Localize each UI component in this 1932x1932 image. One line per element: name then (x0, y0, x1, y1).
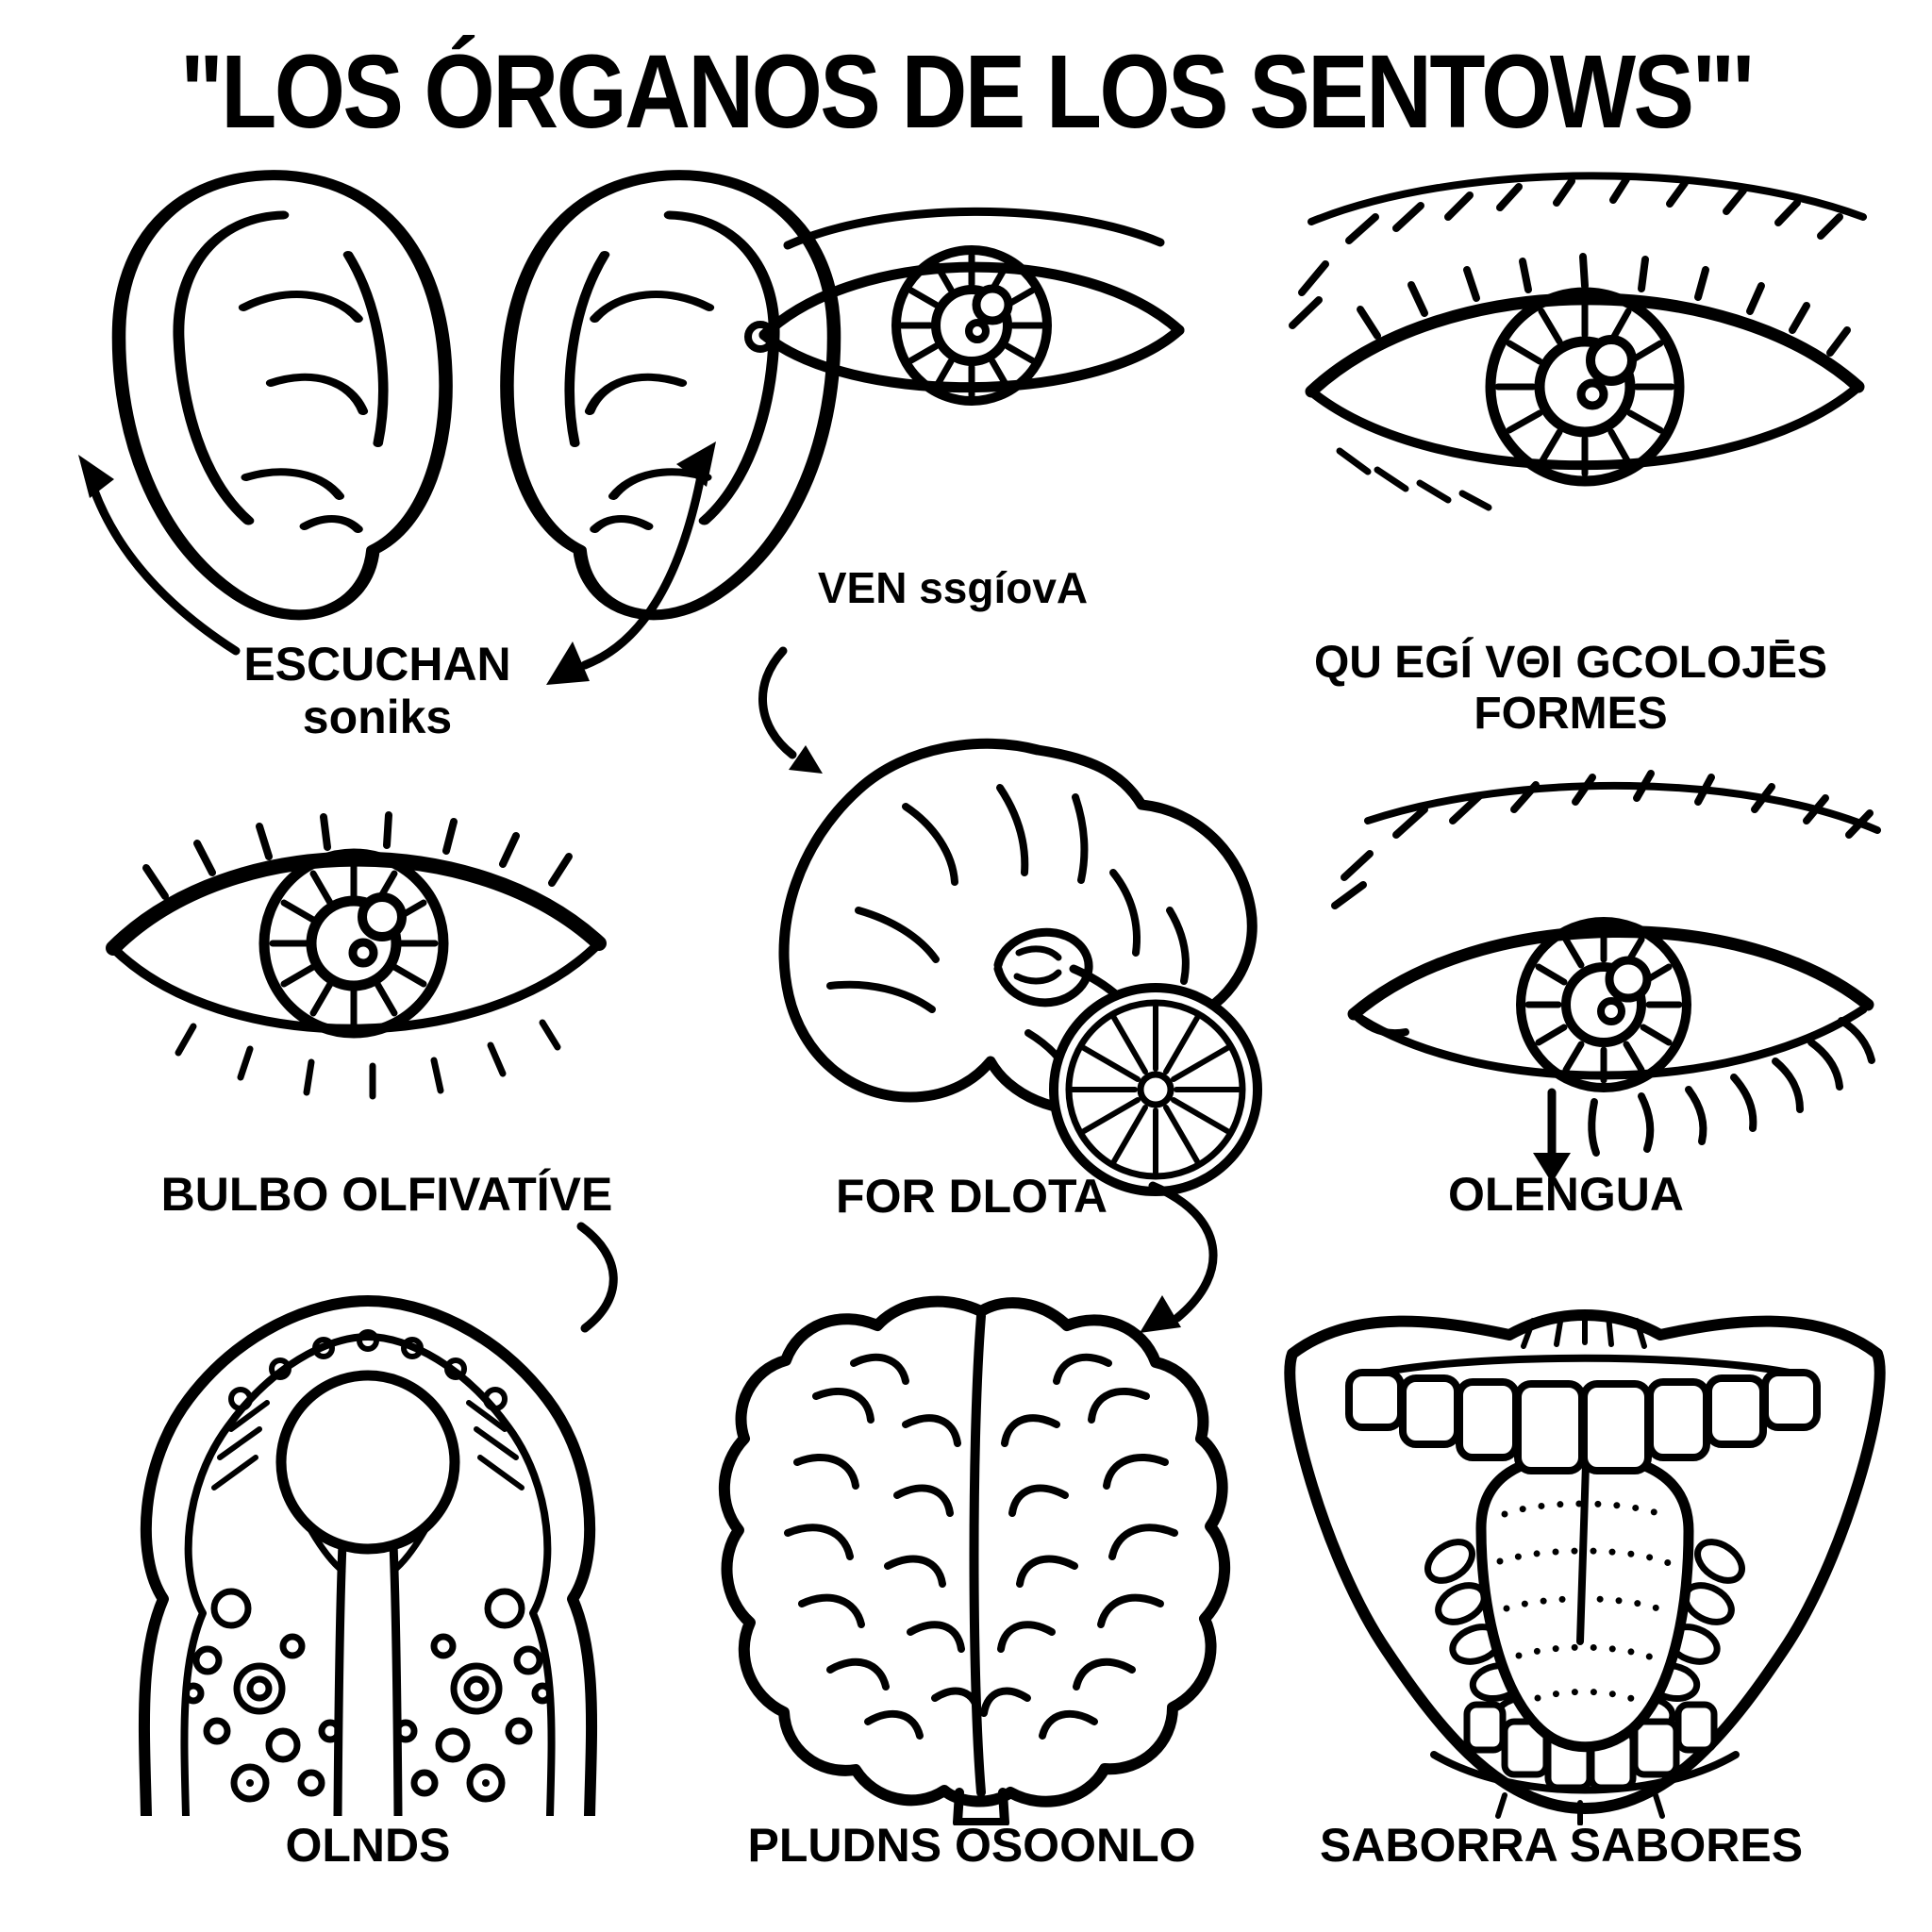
eye-mid-left-illustration (106, 811, 607, 1100)
caption-eye-large: QU EGÍ VΘI GCOLOJĒS FORMES (1292, 638, 1849, 740)
figure-ears (52, 151, 901, 759)
outer-dome (138, 1295, 598, 1822)
pupil (1534, 336, 1636, 438)
pupil-highlight-small (1576, 378, 1608, 410)
caption-eye-mid-left-text: BULBO OLFIVATÍVE (160, 1168, 613, 1221)
tear-duct (744, 321, 776, 353)
left-ear (111, 170, 453, 621)
pupil-highlight-small (1597, 997, 1625, 1025)
brain-side-illustration (758, 646, 1262, 1196)
upper-teeth (1345, 1369, 1821, 1474)
iris (891, 245, 1052, 406)
left-hemisphere-folds (784, 1353, 982, 1740)
figure-eye-large (1274, 151, 1896, 580)
nasal-section-illustration (138, 1295, 598, 1822)
ven-to-brain-arrow-icon (758, 646, 823, 774)
caption-eye-mid-right: OLENGUA (1377, 1168, 1755, 1221)
tongue-groove (1576, 1459, 1590, 1645)
lower-lashes (175, 1019, 561, 1100)
caption-brain-side: FOR DLOTA (783, 1170, 1160, 1223)
pupil (931, 285, 1012, 366)
midline (969, 1311, 986, 1797)
caption-eye-top: VEN ssgíovA (783, 563, 1123, 613)
caption-nasal-section: OLNDS (179, 1819, 557, 1872)
tongue (1475, 1450, 1694, 1753)
caption-brain-top-text: PLUDNS OSOONLO (747, 1819, 1196, 1872)
pupil-highlight (358, 892, 407, 941)
curved-connector-icon (576, 1222, 618, 1333)
eyebrow (1289, 172, 1867, 329)
tongue-stipple (1496, 1500, 1673, 1703)
figure-eye-mid-right (1311, 764, 1906, 1193)
pupil-highlight (1586, 335, 1637, 386)
figure-eye-mid-left (80, 774, 627, 1156)
slice-to-brain-arrow-icon (1140, 1181, 1218, 1333)
figure-nasal-section (118, 1288, 618, 1822)
lower-lashes (1588, 1017, 1875, 1157)
figure-eye-top (736, 193, 1208, 462)
upper-lashes (142, 811, 573, 900)
right-hemisphere-folds (980, 1353, 1178, 1740)
philtrum-lines (1521, 1311, 1647, 1349)
caption-brain-top: PLUDNS OSOONLO (698, 1819, 1245, 1872)
upper-lip-inner (1355, 1354, 1815, 1381)
lower-lashes (1336, 447, 1492, 511)
eye-large-illustration (1289, 172, 1867, 511)
right-ear-double-arrow-icon (546, 441, 716, 685)
left-lobe-cells (182, 1588, 342, 1803)
right-lobe-cells (393, 1588, 554, 1803)
slice-to-brain-connector (1085, 1174, 1274, 1344)
eye-top-illustration (744, 207, 1185, 406)
caption-eye-top-text: VEN ssgíovA (817, 563, 1089, 612)
brainstem (953, 1788, 1009, 1827)
figure-brain-top (712, 1283, 1250, 1830)
caption-mouth-text: SABORRA SABORES (1319, 1819, 1804, 1872)
eyelid-crease (783, 207, 1165, 250)
lower-lip-inner (1430, 1751, 1740, 1794)
stem (308, 1527, 428, 1821)
caption-ears: ESCUCHAN soniks (142, 638, 613, 743)
caption-eye-mid-right-text: OLENGUA (1448, 1168, 1684, 1221)
eyebrow (1331, 770, 1881, 909)
inner-dome (180, 1333, 556, 1820)
pupil-highlight (972, 284, 1013, 325)
pupil-highlight (1605, 956, 1652, 1003)
pupil (1561, 962, 1646, 1047)
left-ear-arrow-icon (78, 455, 241, 656)
pupil-highlight-small (965, 319, 990, 343)
mouth-illustration (1284, 1309, 1886, 1826)
chin-lines (1495, 1792, 1665, 1826)
figure-brain-side (717, 641, 1311, 1222)
pupil-highlight-small (348, 938, 378, 968)
upper-eyelid (1347, 924, 1874, 1021)
lower-teeth (1463, 1701, 1718, 1791)
brain-outline (778, 738, 1257, 1116)
caption-ears-line1: ESCUCHAN (243, 638, 511, 691)
caption-nasal-section-text: OLNDS (285, 1819, 451, 1872)
brain-top-illustration (718, 1295, 1231, 1827)
brain-outline (718, 1295, 1231, 1807)
caption-eye-large-line1: QU EGÍ VΘI GCOLOJĒS (1313, 638, 1828, 688)
iris (1485, 287, 1685, 487)
eye-mid-right-illustration (1331, 770, 1881, 1183)
caption-eye-large-line2: FORMES (1474, 688, 1668, 739)
top-band-ornament (211, 1329, 525, 1491)
upper-lashes (1357, 253, 1851, 357)
pupil (306, 895, 402, 991)
inner-corner (1350, 1010, 1409, 1038)
figure-mouth (1269, 1278, 1901, 1830)
caption-mouth: SABORRA SABORES (1283, 1819, 1840, 1872)
caption-brain-side-text: FOR DLOTA (836, 1170, 1108, 1223)
lips-outline (1284, 1309, 1886, 1814)
bulbo-to-nose-connector (491, 1219, 641, 1346)
citrus-slice (1049, 983, 1262, 1196)
ears-illustration (78, 151, 901, 685)
bulb-circle (275, 1370, 460, 1555)
down-arrow-icon (1533, 1088, 1571, 1183)
caption-eye-mid-left: BULBO OLFIVATÍVE (104, 1168, 670, 1221)
page-title: "LOS ÓRGANOS DE LOS SENTOWS"' (179, 34, 1755, 150)
caption-ears-line2: soniks (302, 691, 453, 743)
